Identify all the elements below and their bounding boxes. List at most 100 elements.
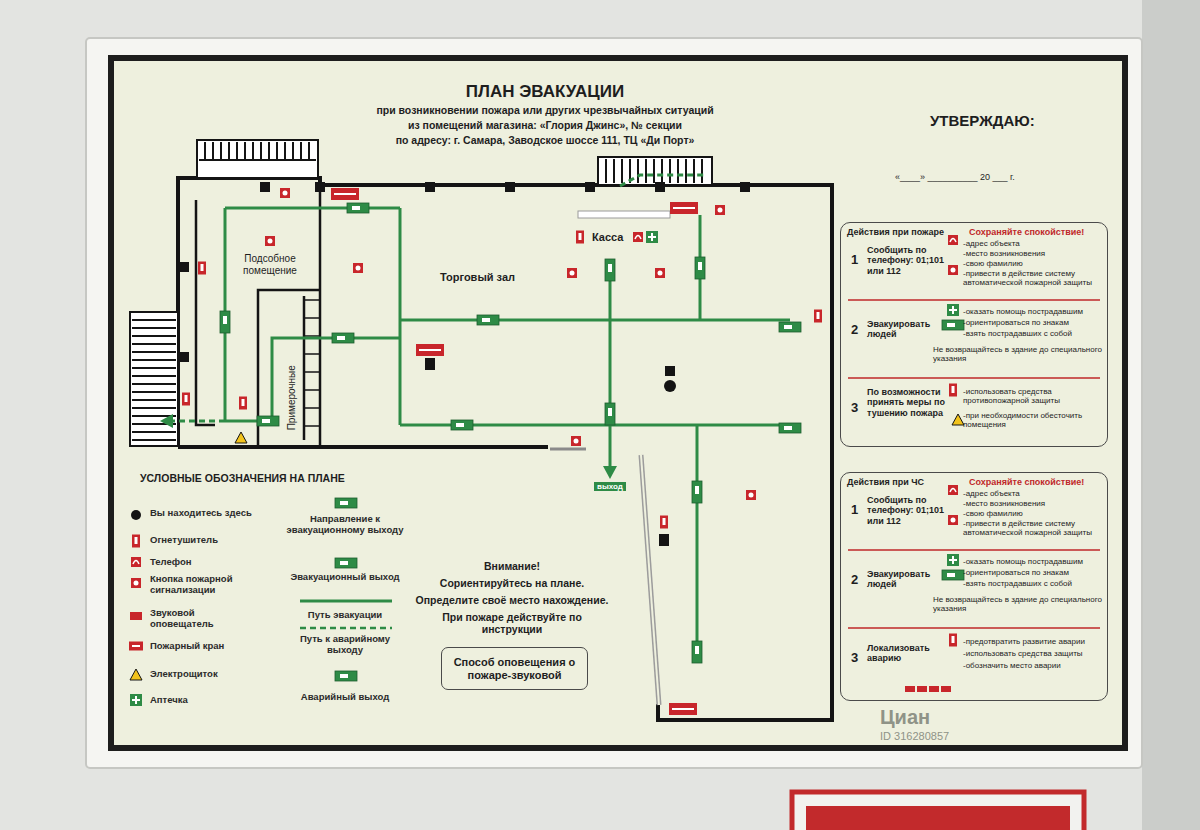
plan-icons: [129, 182, 964, 715]
extinguisher-icon: [198, 262, 206, 275]
staircase: [693, 159, 695, 183]
instruction-text: Сообщить по телефону: 01;101 или 112: [867, 245, 947, 276]
label-holder: Определите своё место нахождение.: [392, 594, 632, 606]
exit-label: выход: [594, 482, 626, 491]
legend-item: Вы находитесь здесь: [150, 508, 255, 519]
staircase: [653, 159, 655, 183]
staircase: [199, 159, 316, 161]
alarm-button-icon: [353, 263, 363, 273]
direction-sign: [942, 570, 964, 580]
direction-sign: [335, 558, 357, 568]
direction-sign: [695, 257, 705, 279]
panel-text-holder: 1: [851, 253, 865, 268]
instruction-text: -адрес объекта: [963, 239, 1103, 248]
panel-text-holder: -использовать средства противопожарной з…: [963, 387, 1103, 405]
label-holder: Касса: [590, 231, 628, 244]
staircase: [132, 407, 176, 409]
equipment-block: [665, 366, 675, 376]
equipment-block: [659, 534, 669, 546]
extinguisher-icon: [663, 518, 666, 525]
direction-sign: [608, 408, 612, 416]
room-name: Подсобное помещение: [232, 253, 308, 276]
legend-text: Аварийный выход: [285, 692, 405, 703]
panel-text-holder: Сообщить по телефону: 01;101 или 112: [867, 245, 947, 276]
fire-hydrant-icon: [331, 188, 359, 200]
instruction-panel: Действия при пожареСохраняйте спокойстви…: [840, 222, 1108, 447]
fire-hydrant-icon: [670, 202, 698, 214]
instruction-text: Локализовать аварию: [867, 643, 955, 664]
legend-text: Пожарный кран: [150, 641, 255, 652]
staircase: [220, 142, 222, 160]
extinguisher-icon: [579, 233, 582, 240]
extinguisher-icon: [135, 537, 138, 544]
instruction-text: Сохраняйте спокойствие!: [969, 477, 1105, 487]
instruction-text: -ориентироваться по знакам: [963, 568, 1103, 577]
step-number: 3: [851, 401, 865, 416]
direction-sign: [347, 203, 369, 213]
staircase: [132, 431, 176, 433]
red-sign: [792, 792, 1084, 830]
fire-hydrant-icon: [416, 344, 444, 356]
instruction-text: Не возвращайтесь в здание до специальног…: [933, 595, 1103, 613]
alarm-button-icon: [570, 271, 575, 276]
extinguisher-icon: [952, 636, 955, 643]
phone-icon: [633, 232, 643, 242]
direction-sign: [695, 646, 699, 654]
extinguisher-icon: [132, 535, 140, 548]
first-aid-icon: [947, 304, 959, 316]
legend-item: Эвакуационный выход: [285, 572, 405, 583]
hazard-bar-icon: [929, 686, 939, 692]
instruction-text: -привести в действие систему автоматичес…: [963, 269, 1103, 287]
extinguisher-icon: [185, 395, 188, 402]
legend-text: Вы находитесь здесь: [150, 508, 255, 519]
staircase: [132, 359, 176, 361]
legend-path-sample: [300, 600, 392, 603]
direction-sign: [605, 259, 615, 281]
alarm-button-icon: [951, 518, 956, 523]
subtitle: по адресу: г. Самара, Заводское шоссе 11…: [245, 134, 845, 146]
fire-hydrant-icon: [419, 349, 441, 351]
instruction-text: -оказать помощь пострадавшим: [963, 307, 1103, 316]
alarm-button-icon: [567, 268, 577, 278]
plan-title: ПЛАН ЭВАКУАЦИИ: [345, 82, 745, 102]
alarm-button-icon: [749, 493, 754, 498]
panel-text-holder: Сообщить по телефону: 01;101 или 112: [867, 495, 947, 526]
panel-text-holder: Сохраняйте спокойствие!: [969, 227, 1105, 237]
legend-text: Телефон: [150, 557, 255, 568]
label-holder: «____» __________ 20 ___ г.: [895, 172, 1105, 182]
staircase: [132, 375, 176, 377]
panel-text-holder: -предотвратить развитие аварии: [963, 637, 1103, 646]
panel-text-holder: -обозначить место аварии: [963, 661, 1103, 670]
legend-text: Путь эвакуации: [285, 610, 405, 621]
staircase: [132, 327, 176, 329]
instruction-text: -привести в действие систему автоматичес…: [963, 519, 1103, 537]
extinguisher-icon: [949, 634, 957, 647]
direction-sign: [335, 498, 357, 508]
you-are-here-marker: [131, 510, 141, 520]
instruction-text: -оказать помощь пострадавшим: [963, 557, 1103, 566]
legend-item: Путь к аварийному выходу: [285, 634, 405, 656]
alarm-button-icon: [948, 265, 958, 275]
alarm-button-icon: [353, 263, 363, 273]
hazard-bar-icon: [941, 686, 951, 692]
staircase: [228, 142, 230, 160]
extinguisher-icon: [201, 264, 204, 271]
direction-sign: [477, 315, 499, 325]
wall-column: [655, 182, 665, 192]
panel-text-holder: 3: [851, 651, 865, 666]
notice-box-text: Способ оповещения о пожаре-звуковой: [452, 656, 577, 681]
staircase: [236, 142, 238, 160]
staircase: [300, 142, 302, 160]
staircase: [130, 140, 712, 446]
direction-sign: [695, 486, 699, 494]
extinguisher-icon: [814, 310, 822, 323]
watermark: Циан: [880, 706, 1000, 729]
direction-sign: [332, 333, 354, 343]
legend-item: Электрощиток: [150, 669, 255, 680]
legend-text: Аптечка: [150, 695, 255, 706]
direction-sign: [477, 315, 499, 325]
subtitle: из помещений магазина: «Глория Джинс», №…: [245, 119, 845, 131]
legend-text: Направление к эвакуационному выходу: [285, 514, 405, 536]
